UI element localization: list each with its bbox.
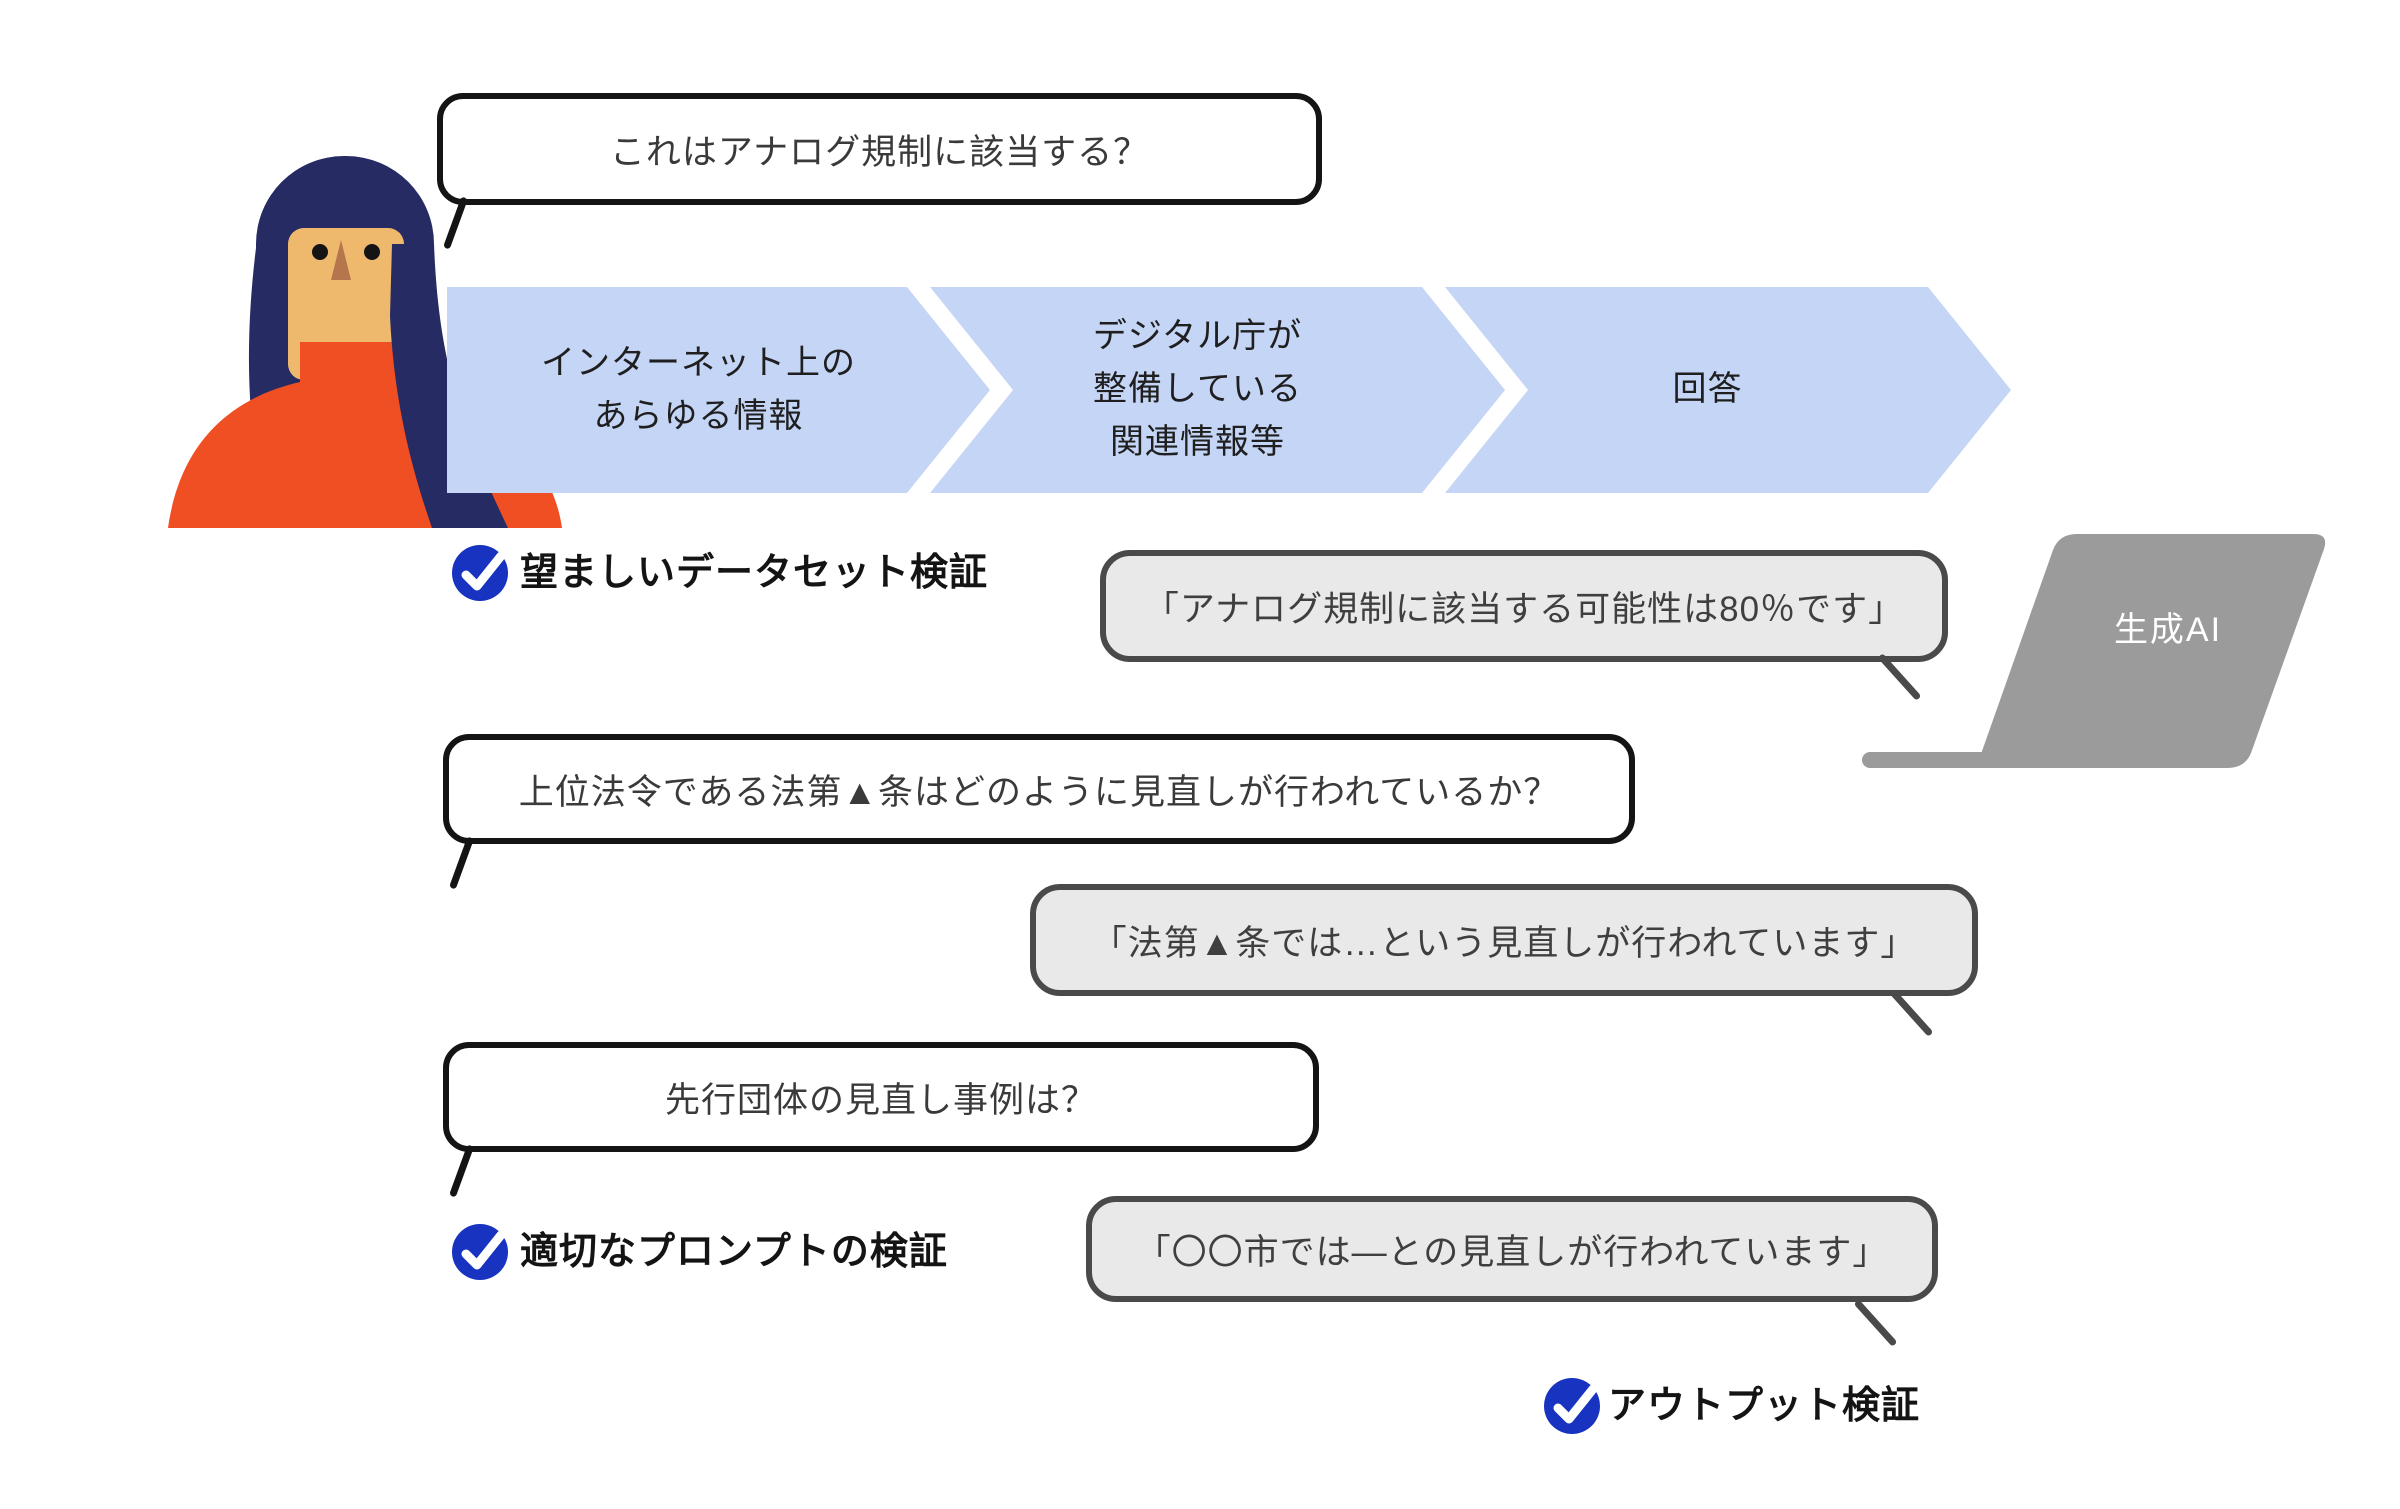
bubble-tail [1889,989,1934,1037]
flow-step-arrow-2 [930,287,1505,493]
eye-icon [364,244,380,260]
flow-step-label-3: 回答 [1672,370,1743,409]
user-question-bubble-2: 上位法令である法第▲条はどのように見直しが行われているか？ [443,734,1635,844]
ai-answer-bubble-1: 「アナログ規制に該当する可能性は80％です」 [1100,550,1948,662]
ai-answer-bubble-2: 「法第▲条では…という見直しが行われています」 [1030,884,1978,996]
user-question-bubble-1: これはアナログ規制に該当する？ [437,93,1322,205]
eye-icon [312,244,328,260]
laptop-icon [1862,534,2326,768]
flow-arrows [447,287,2011,493]
flow-step-label-2: デジタル庁が 整備している 関連情報等 [1092,317,1303,461]
check-icon [1544,1378,1600,1434]
flow-step-label-1: インターネット上の あらゆる情報 [541,343,856,435]
verification-label-output: アウトプット検証 [1608,1385,1921,1427]
user-question-bubble-3: 先行団体の見直し事例は？ [443,1042,1319,1152]
ai-answer-bubble-3: 「〇〇市では—との見直しが行われています」 [1086,1196,1938,1302]
check-icon [452,545,508,601]
ai-answer-text-3: 「〇〇市では—との見直しが行われています」 [1135,1232,1889,1272]
nose-icon [331,240,351,280]
generative-ai-label: 生成AI [2113,611,2223,649]
bubble-tail [448,836,475,890]
bubble-tail [448,1144,475,1198]
user-question-text-2: 上位法令である法第▲条はどのように見直しが行われているか？ [518,772,1560,812]
bubble-tail [1853,1299,1898,1347]
verification-label-dataset: 望ましいデータセット検証 [520,552,989,594]
flow-step-arrow-3 [1445,287,2011,493]
ai-answer-text-1: 「アナログ規制に該当する可能性は80％です」 [1143,589,1905,629]
ai-answer-text-2: 「法第▲条では…という見直しが行われています」 [1091,923,1917,963]
verification-label-prompt: 適切なプロンプトの検証 [520,1231,948,1273]
user-question-text-3: 先行団体の見直し事例は？ [664,1080,1097,1120]
flow-step-arrow-1 [447,287,990,493]
user-question-text-1: これはアナログ規制に該当する？ [609,132,1150,172]
check-icon [452,1224,508,1280]
